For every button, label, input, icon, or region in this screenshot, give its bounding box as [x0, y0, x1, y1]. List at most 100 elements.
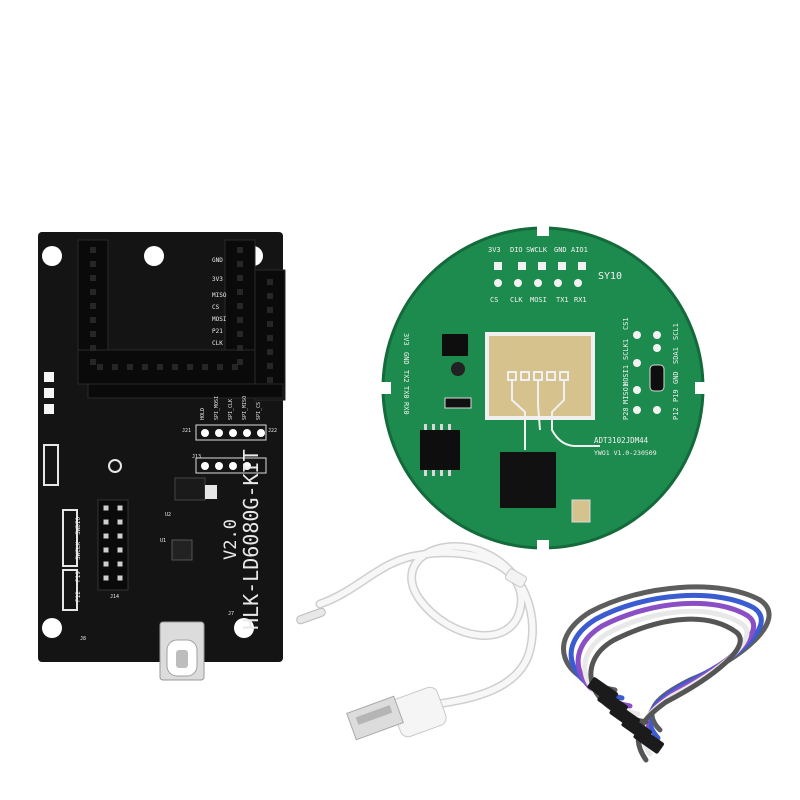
pin-hole — [90, 331, 96, 337]
pin-label: P19 — [75, 571, 82, 582]
component — [205, 485, 217, 499]
pin-label: TX1 — [556, 296, 569, 304]
radar-module: 3V3 DIO SWCLK GND AIO1 CS CLK MOSI TX1 R… — [381, 226, 705, 550]
pin-hole — [90, 345, 96, 351]
jumper-label: SPI_CS — [256, 402, 262, 420]
pin-hole — [267, 307, 273, 313]
pin-label: P28 — [622, 407, 630, 420]
pin-label: MOSI — [530, 296, 547, 304]
pin-hole — [117, 505, 123, 511]
pin-label: TX2 — [402, 370, 410, 383]
pin-hole — [127, 364, 133, 370]
mount-hole — [144, 246, 164, 266]
pin-label: CS — [490, 296, 498, 304]
pin-label: GND — [672, 371, 680, 384]
pin-hole — [237, 331, 243, 337]
ref-label: J21 — [182, 428, 191, 434]
pin-hole — [103, 519, 109, 525]
ic-chip — [171, 539, 193, 561]
edge-notch — [695, 382, 705, 394]
ref-label: J22 — [268, 428, 277, 434]
pin-label: SWCLK — [526, 246, 548, 254]
usb-c-plug — [296, 607, 326, 625]
pin-label: SCLK1 — [622, 339, 630, 360]
pin-label: SDA1 — [672, 347, 680, 364]
mount-hole — [42, 618, 62, 638]
component — [649, 364, 665, 392]
pin-label: GND — [212, 257, 223, 264]
pin-hole — [117, 533, 123, 539]
test-point — [108, 459, 122, 473]
right-pin-pads — [633, 331, 661, 414]
usb-c-tongue — [176, 650, 188, 668]
pin-label: DIO — [510, 246, 523, 254]
pin-hole — [237, 359, 243, 365]
pin-label: TX0 — [402, 386, 410, 399]
usb-a-contact — [355, 705, 393, 725]
pin-hole — [202, 364, 208, 370]
pad — [44, 372, 54, 382]
cable-body — [317, 543, 536, 708]
cable-clip — [504, 568, 528, 588]
pin-label: MOSI1 — [622, 365, 630, 386]
pin-hole — [103, 547, 109, 553]
module-marking: SY10 — [598, 271, 622, 282]
pin-label: P12 — [75, 591, 82, 602]
pin-label: 3V3 — [488, 246, 501, 254]
pin-hole — [117, 547, 123, 553]
pad — [44, 404, 54, 414]
pin-hole — [237, 275, 243, 281]
pin-hole — [237, 289, 243, 295]
pin-label: MOSI — [212, 316, 227, 323]
ref-label: U2 — [165, 512, 171, 518]
pad — [44, 388, 54, 398]
pin-hole — [237, 261, 243, 267]
pin-hole — [90, 303, 96, 309]
pin-hole — [103, 533, 109, 539]
pin-hole — [117, 519, 123, 525]
pin-label: P19 — [672, 389, 680, 402]
pin-label: AIO1 — [571, 246, 588, 254]
chip-legs — [424, 424, 451, 476]
pin-hole — [157, 364, 163, 370]
pin-header-outline — [62, 569, 78, 611]
usb-a-plug — [346, 686, 447, 741]
version-marking: YWO1 V1.0-230509 — [594, 449, 657, 457]
ref-label: U1 — [160, 538, 166, 544]
ref-label: J13 — [192, 454, 201, 460]
dupont-wires — [561, 584, 772, 763]
pin-hole — [90, 275, 96, 281]
pin-label: RX1 — [574, 296, 587, 304]
pin-hole — [187, 364, 193, 370]
pin-label: SCL1 — [672, 323, 680, 340]
pin-header-outline — [62, 509, 78, 567]
dupont-connectors — [587, 677, 664, 754]
usb-cable — [296, 542, 537, 710]
pin-hole — [267, 335, 273, 341]
pin-label: 3V3 — [212, 276, 223, 283]
edge-notch — [537, 226, 549, 236]
mcu-chip — [420, 430, 460, 470]
pin-hole — [267, 349, 273, 355]
component — [444, 397, 472, 409]
pin-hole — [237, 345, 243, 351]
pin-label: CLK — [212, 340, 223, 347]
socket-holes — [90, 247, 273, 383]
pin-header-pins — [103, 505, 123, 581]
pin-hole — [237, 247, 243, 253]
dev-board: HLK-LD6080G-KIT V2.0 GND 3V3 MISO CS MOS… — [38, 232, 286, 681]
pin-hole — [97, 364, 103, 370]
jumper-label: HOLD — [200, 408, 206, 420]
pin-label: P12 — [672, 407, 680, 420]
pin-hole — [267, 377, 273, 383]
pin-label: SWDIO — [75, 517, 82, 535]
pin-header-outline — [43, 444, 59, 486]
pin-hole — [103, 505, 109, 511]
pin-label: SWCLK — [75, 542, 82, 560]
pin-hole — [90, 359, 96, 365]
pin-label: MISO1 — [622, 383, 630, 404]
mount-hole — [42, 246, 62, 266]
pin-label: 3V3 — [402, 333, 410, 346]
pin-label: RX0 — [402, 402, 410, 415]
